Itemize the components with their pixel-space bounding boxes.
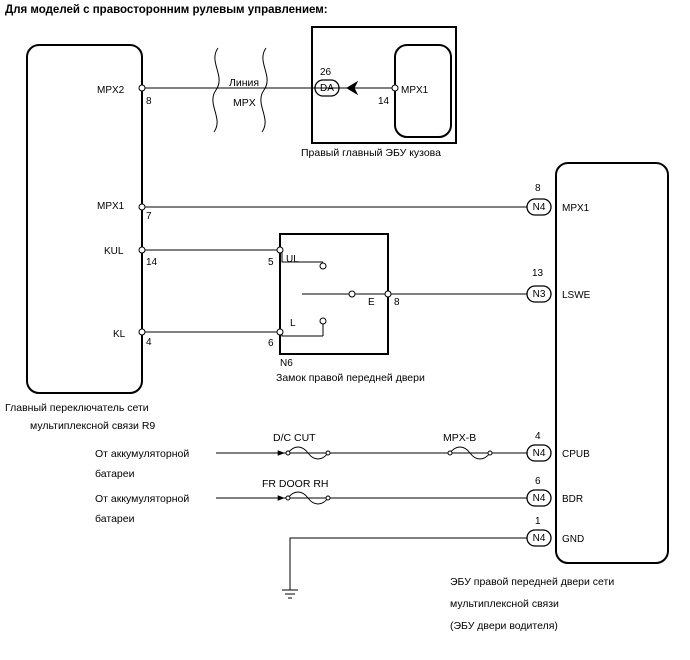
master-switch-label-2: мультиплексной связи R9 [30, 420, 155, 432]
door-ecu-gnd-num: 1 [535, 516, 541, 527]
door-lock-pin-ul-name: UL [286, 254, 299, 265]
door-ecu-box [555, 162, 669, 564]
switch-ul-contact [281, 250, 323, 263]
fuse-mpx-b-end-b [487, 450, 493, 456]
body-ecu-pin-name: MPX1 [401, 85, 429, 96]
master-pin-kul-num: 14 [146, 257, 158, 268]
power1-label-1: От аккумуляторной [95, 448, 189, 460]
power2-label-2: батареи [95, 513, 135, 525]
terminal-master-mpx1 [138, 203, 146, 211]
terminal-lock-e [384, 290, 392, 298]
door-lock-label: Замок правой передней двери [276, 372, 425, 384]
fuse-dc-cut-end-b [325, 450, 331, 456]
body-ecu-label: Правый главный ЭБУ кузова [301, 147, 441, 159]
master-switch-box [26, 44, 143, 394]
switch-e-terminal [348, 290, 356, 298]
terminal-lock-l [276, 328, 284, 336]
door-lock-connector: N6 [280, 358, 293, 369]
fuse-fr-door-rh-label: FR DOOR RH [262, 478, 329, 490]
body-ecu-pin-num: 14 [378, 96, 390, 107]
connector-da [314, 79, 340, 97]
master-pin-mpx1-name: MPX1 [97, 201, 125, 212]
body-ecu-outer-box [311, 26, 457, 144]
fuse-mpx-b [449, 446, 491, 460]
door-lock-pin-ul-num: 5 [268, 257, 274, 268]
fuse-fr-door-rh-end-b [325, 495, 331, 501]
power1-label-2: батареи [95, 468, 135, 480]
fuse-fr-door-rh-end-a [285, 495, 291, 501]
connector-n4-gnd-label: N4 [533, 533, 546, 544]
power2-label-1: От аккумуляторной [95, 493, 189, 505]
mpx-line-label-2: MPX [233, 97, 256, 109]
master-pin-mpx2-num: 8 [146, 96, 152, 107]
door-lock-pin-e-num: 8 [394, 297, 400, 308]
connector-da-pin: 26 [320, 67, 332, 78]
master-pin-mpx2-name: MPX2 [97, 85, 125, 96]
master-pin-kl-name: KL [113, 329, 126, 340]
door-ecu-lswe-num: 13 [532, 268, 544, 279]
master-pin-kul-name: KUL [104, 246, 124, 257]
chevron-left-icon [346, 80, 359, 96]
mpx-break-left [212, 47, 220, 133]
fuse-dc-cut [287, 446, 329, 460]
terminal-master-kul [138, 246, 146, 254]
connector-n3-lswe [526, 285, 552, 303]
switch-l-contact [281, 332, 323, 337]
fuse-dc-cut-label: D/C CUT [273, 432, 316, 444]
fuse-fr-door-rh [287, 491, 329, 505]
connector-n3-lswe-label: N3 [533, 289, 546, 300]
door-ecu-bdr-num: 6 [535, 476, 541, 487]
door-lock-pin-l-num: 6 [268, 338, 274, 349]
mpx-break-right [260, 47, 268, 133]
master-pin-kl-num: 4 [146, 337, 152, 348]
terminal-lock-ul [276, 246, 284, 254]
mpx-line-label-1: Линия [229, 77, 259, 89]
fuse-dc-cut-end-a [285, 450, 291, 456]
door-ecu-gnd-name: GND [562, 534, 584, 545]
door-ecu-label-1: ЭБУ правой передней двери сети [450, 576, 614, 588]
door-lock-pin-l-name: L [290, 318, 296, 329]
master-switch-label-1: Главный переключатель сети [5, 402, 149, 414]
terminal-body-ecu-mpx1 [391, 84, 399, 92]
door-ecu-label-3: (ЭБУ двери водителя) [450, 620, 558, 632]
door-ecu-lswe-name: LSWE [562, 290, 591, 301]
fuse-mpx-b-end-a [447, 450, 453, 456]
door-ecu-mpx1-num: 8 [535, 183, 541, 194]
connector-n4-cpub-label: N4 [533, 448, 546, 459]
switch-ul-terminal [319, 262, 327, 270]
door-ecu-bdr-name: BDR [562, 494, 583, 505]
connector-n4-mpx1 [526, 198, 552, 216]
terminal-master-mpx2 [138, 84, 146, 92]
door-ecu-label-2: мультиплексной связи [450, 598, 559, 610]
master-pin-mpx1-num: 7 [146, 211, 152, 222]
terminal-master-kl [138, 328, 146, 336]
connector-n4-bdr-label: N4 [533, 493, 546, 504]
door-ecu-cpub-num: 4 [535, 431, 541, 442]
switch-l-terminal [319, 317, 327, 325]
diagram-title: Для моделей с правосторонним рулевым упр… [5, 4, 328, 16]
door-ecu-mpx1-name: MPX1 [562, 203, 590, 214]
wire-gnd [289, 537, 527, 590]
fuse-mpx-b-label: MPX-B [443, 432, 476, 444]
connector-da-label: DA [320, 83, 334, 94]
connector-n4-mpx1-label: N4 [533, 202, 546, 213]
door-lock-pin-e-name: E [368, 297, 375, 308]
door-ecu-cpub-name: CPUB [562, 449, 590, 460]
